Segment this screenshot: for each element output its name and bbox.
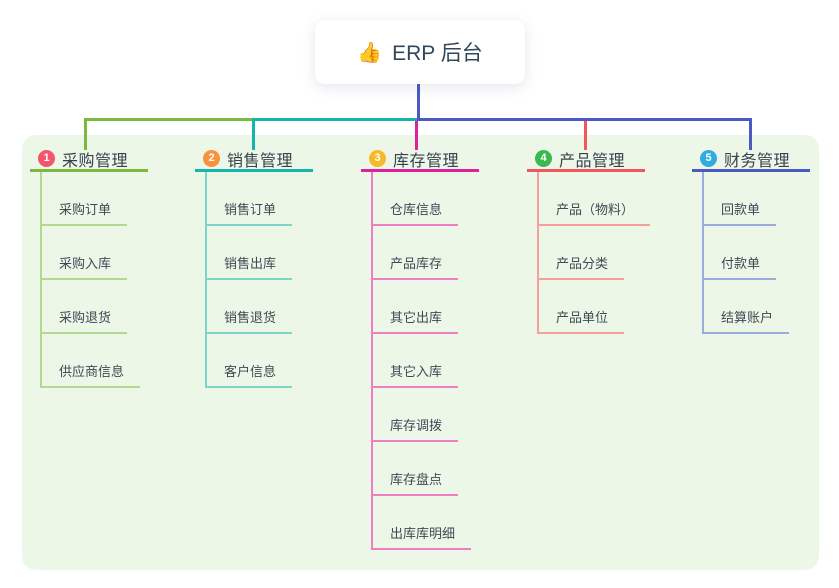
connector-drop-inventory xyxy=(415,121,418,150)
badge-number-icon: 5 xyxy=(700,150,717,167)
root-node[interactable]: 👍 ERP 后台 xyxy=(315,20,525,84)
connector-drop-product xyxy=(584,121,587,150)
branch-purchase: 1 采购管理 采购订单 采购入库 采购退货 供应商信息 xyxy=(30,148,180,388)
child-node[interactable]: 产品分类 xyxy=(539,226,650,280)
child-label: 其它出库 xyxy=(373,310,459,334)
connector-drop-sales xyxy=(252,118,255,150)
branch-children-sales: 销售订单 销售出库 销售退货 客户信息 xyxy=(205,172,293,388)
child-label: 采购订单 xyxy=(42,202,128,226)
branch-title-label: 销售管理 xyxy=(227,152,294,170)
connector-root-drop xyxy=(417,84,420,121)
child-label: 客户信息 xyxy=(207,364,293,388)
branch-title-inventory[interactable]: 3 库存管理 xyxy=(361,148,479,172)
child-node[interactable]: 采购入库 xyxy=(42,226,140,280)
child-label: 产品分类 xyxy=(539,256,625,280)
child-label: 仓库信息 xyxy=(373,202,459,226)
connector-bus-green xyxy=(84,118,252,121)
thumbs-up-icon: 👍 xyxy=(357,41,383,64)
branch-title-label: 产品管理 xyxy=(559,152,626,170)
child-label: 采购入库 xyxy=(42,256,128,280)
child-label: 库存调拨 xyxy=(373,418,459,442)
child-node[interactable]: 销售订单 xyxy=(207,172,293,226)
branch-product: 4 产品管理 产品（物料） 产品分类 产品单位 xyxy=(527,148,677,334)
branch-title-sales[interactable]: 2 销售管理 xyxy=(195,148,313,172)
child-node[interactable]: 产品库存 xyxy=(373,226,471,280)
child-node[interactable]: 回款单 xyxy=(704,172,789,226)
branch-title-finance[interactable]: 5 财务管理 xyxy=(692,148,810,172)
branch-children-finance: 回款单 付款单 结算账户 xyxy=(702,172,790,334)
root-title: ERP 后台 xyxy=(392,42,483,65)
child-node[interactable]: 产品（物料） xyxy=(539,172,651,226)
child-label: 其它入库 xyxy=(373,364,459,388)
child-label: 产品单位 xyxy=(539,310,625,334)
child-node[interactable]: 采购订单 xyxy=(42,172,140,226)
child-node[interactable]: 供应商信息 xyxy=(42,334,141,388)
branch-title-label: 采购管理 xyxy=(62,152,129,170)
branch-children-product: 产品（物料） 产品分类 产品单位 xyxy=(537,172,651,334)
child-label: 回款单 xyxy=(704,202,777,226)
child-node[interactable]: 库存盘点 xyxy=(373,442,471,496)
branch-children-inventory: 仓库信息 产品库存 其它出库 其它入库 库存调拨 库存盘点 出库库明细 xyxy=(371,172,472,550)
child-node[interactable]: 采购退货 xyxy=(42,280,140,334)
child-label: 结算账户 xyxy=(704,310,790,334)
child-node[interactable]: 仓库信息 xyxy=(373,172,471,226)
child-label: 产品（物料） xyxy=(539,202,651,226)
child-label: 产品库存 xyxy=(373,256,459,280)
child-label: 销售出库 xyxy=(207,256,293,280)
child-label: 供应商信息 xyxy=(42,364,141,388)
badge-number-icon: 1 xyxy=(38,150,55,167)
branch-inventory: 3 库存管理 仓库信息 产品库存 其它出库 其它入库 库存调拨 库存盘点 出库库… xyxy=(361,148,511,550)
child-label: 采购退货 xyxy=(42,310,128,334)
connector-bus-teal xyxy=(252,118,419,121)
branch-title-label: 库存管理 xyxy=(393,152,460,170)
child-node[interactable]: 销售出库 xyxy=(207,226,293,280)
badge-number-icon: 2 xyxy=(203,150,220,167)
branch-sales: 2 销售管理 销售订单 销售出库 销售退货 客户信息 xyxy=(195,148,345,388)
child-label: 销售退货 xyxy=(207,310,293,334)
child-label: 付款单 xyxy=(704,256,777,280)
branches-panel xyxy=(22,135,819,570)
badge-number-icon: 4 xyxy=(535,150,552,167)
child-node[interactable]: 结算账户 xyxy=(704,280,790,334)
child-node[interactable]: 出库库明细 xyxy=(373,496,472,550)
child-node[interactable]: 产品单位 xyxy=(539,280,650,334)
child-label: 库存盘点 xyxy=(373,472,459,496)
branch-finance: 5 财务管理 回款单 付款单 结算账户 xyxy=(692,148,839,334)
connector-drop-purchase xyxy=(84,118,87,150)
branch-title-label: 财务管理 xyxy=(724,152,791,170)
badge-number-icon: 3 xyxy=(369,150,386,167)
branch-title-product[interactable]: 4 产品管理 xyxy=(527,148,645,172)
child-node[interactable]: 其它入库 xyxy=(373,334,471,388)
branch-children-purchase: 采购订单 采购入库 采购退货 供应商信息 xyxy=(40,172,141,388)
child-node[interactable]: 付款单 xyxy=(704,226,789,280)
connector-drop-finance xyxy=(749,118,752,150)
child-label: 出库库明细 xyxy=(373,526,472,550)
child-label: 销售订单 xyxy=(207,202,293,226)
branch-title-purchase[interactable]: 1 采购管理 xyxy=(30,148,148,172)
connector-bus-blue xyxy=(417,118,752,121)
child-node[interactable]: 其它出库 xyxy=(373,280,471,334)
child-node[interactable]: 库存调拨 xyxy=(373,388,471,442)
child-node[interactable]: 销售退货 xyxy=(207,280,293,334)
child-node[interactable]: 客户信息 xyxy=(207,334,293,388)
